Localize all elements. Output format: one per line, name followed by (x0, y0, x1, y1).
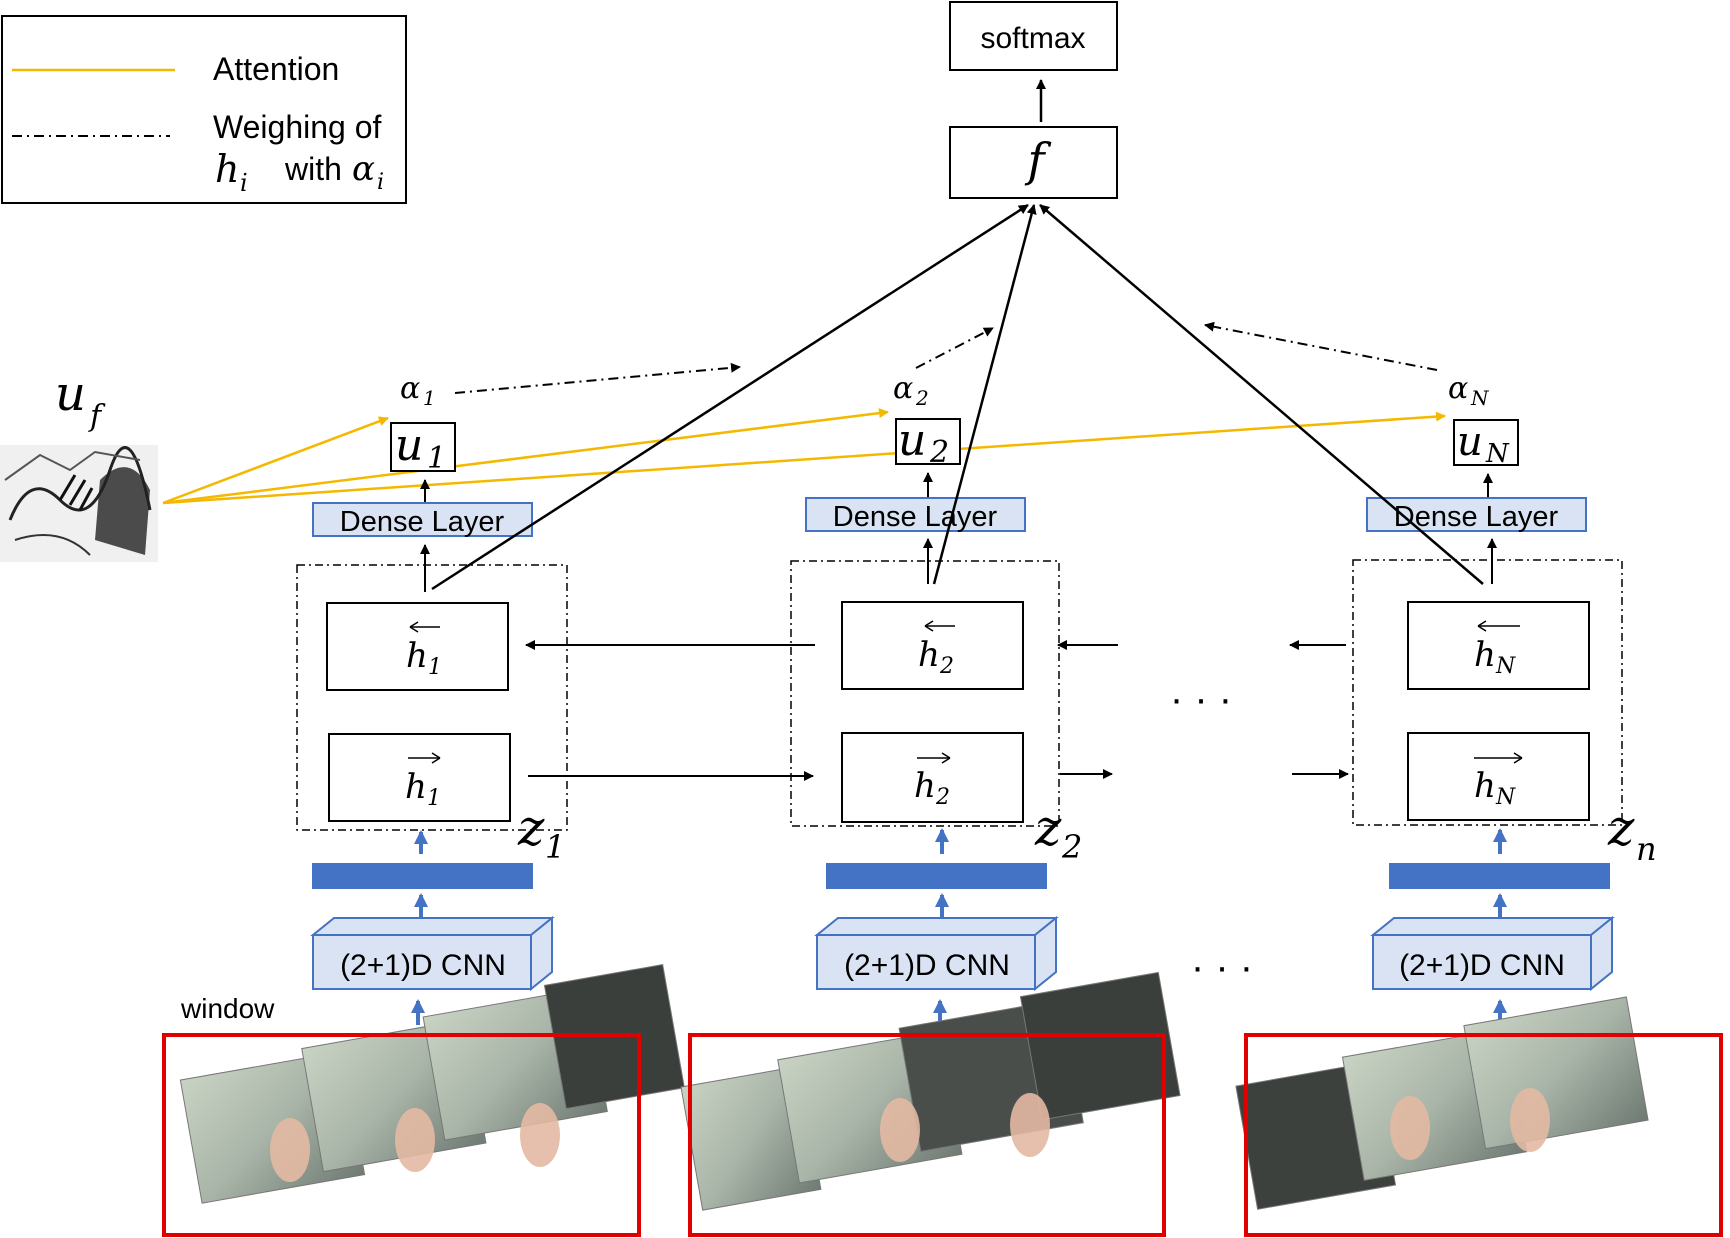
h-fwd-n-box (1407, 732, 1590, 821)
ellipsis-cnn: · · · (1191, 945, 1253, 989)
f-box (949, 126, 1118, 199)
legend-h-symbol: h (215, 147, 239, 191)
alpha-2-subscript: 2 (915, 386, 929, 410)
frame-strip (179, 964, 1649, 1211)
input-frames: window (162, 964, 1723, 1237)
uf-symbol: u (55, 366, 86, 422)
alpha-n-subscript: N (1470, 386, 1490, 410)
z-n-symbol: z (1607, 799, 1635, 857)
alpha-1-symbol: α (400, 371, 420, 406)
legend-attention-label: Attention (213, 51, 339, 87)
h-fwd-n-subscript: N (1495, 785, 1516, 810)
feature-bar-2 (826, 863, 1047, 889)
cnn-1-label: (2+1)D CNN (340, 949, 506, 982)
z-1-symbol: z (517, 799, 545, 857)
h-fwd-2-symbol: h (914, 766, 936, 806)
legend-weighing-label: Weighing of (213, 109, 382, 145)
dense-layer-2 (805, 497, 1026, 532)
h-fwd-2-subscript: 2 (935, 785, 950, 810)
h-fwd-1-symbol: h (405, 767, 427, 807)
h2-to-f-line (932, 204, 1037, 585)
h-back-n-subscript: N (1495, 654, 1516, 679)
window-box-1 (162, 1033, 641, 1237)
h-back-1-box (326, 602, 509, 691)
attention-line-1 (162, 416, 389, 505)
u-1-box (390, 422, 456, 472)
u-2-box (895, 418, 961, 465)
attention-lines (162, 408, 1446, 505)
dense-layer-1-label: Dense Layer (340, 506, 505, 538)
h-fwd-1-subscript: 1 (427, 786, 441, 811)
dense-layer-n-label: Dense Layer (1394, 501, 1559, 533)
window-label: window (180, 993, 275, 1024)
bilstm-cell-2 (790, 560, 1060, 827)
weighing-alpha-n-arrow (1204, 321, 1438, 371)
column-n: α N u N Dense Layer h N h N z n (2+1)D C… (1352, 371, 1657, 1025)
dense-layer-1 (312, 502, 533, 537)
cnn-block-2: (2+1)D CNN (814, 915, 1059, 992)
z-2-symbol: z (1034, 799, 1062, 857)
u-n-box (1453, 419, 1519, 466)
h-fwd-1-box (328, 733, 511, 822)
legend-h-subscript: i (240, 169, 248, 197)
softmax-label: softmax (980, 22, 1085, 55)
attention-line-2 (162, 408, 889, 505)
h-fwd-2-box (841, 732, 1024, 823)
cnn-n-label: (2+1)D CNN (1399, 949, 1565, 982)
weighing-alpha-1-arrow (454, 362, 741, 394)
u-2-symbol: u (898, 415, 926, 466)
ellipsis-hidden: · · · (1170, 677, 1232, 721)
z-1-subscript: 1 (545, 828, 565, 866)
recurrent-connections: · · · · · · (525, 640, 1349, 989)
window-box-n (1244, 1033, 1723, 1237)
weighing-alpha-2-arrow (915, 327, 994, 369)
feature-bar-1 (312, 863, 533, 889)
h-fwd-n-symbol: h (1474, 766, 1496, 806)
cnn-2-label: (2+1)D CNN (844, 949, 1010, 982)
hn-to-f-line (1039, 204, 1484, 585)
h-to-f-connections (431, 203, 1484, 591)
h-back-1-subscript: 1 (428, 655, 442, 680)
uf-subscript: f (88, 399, 106, 434)
output-head: softmax f (949, 1, 1118, 199)
u-n-symbol: u (1457, 419, 1483, 465)
weighing-arrows (454, 321, 1438, 394)
legend-alpha-symbol: α (352, 149, 375, 189)
bilstm-cell-n (1352, 559, 1623, 826)
h-back-2-symbol: h (918, 635, 940, 675)
column-2: α 2 u 2 Dense Layer h 2 h 2 z 2 (2+1)D C… (790, 371, 1082, 1025)
u-n-subscript: N (1485, 439, 1510, 469)
column-1: α 1 u 1 Dense Layer h 1 h 1 z 1 (2+1)D C… (296, 371, 568, 1025)
dense-layer-2-label: Dense Layer (833, 501, 998, 533)
legend-alpha-subscript: i (377, 170, 384, 195)
uf-input: u f (0, 366, 158, 562)
uf-sketch-image (0, 445, 158, 562)
h-back-2-box (841, 601, 1024, 690)
u-1-subscript: 1 (427, 441, 446, 476)
h-back-n-box (1407, 601, 1590, 690)
window-box-2 (688, 1033, 1166, 1237)
h-back-1-symbol: h (406, 636, 428, 676)
legend: Attention Weighing of h i with α i (1, 15, 407, 204)
alpha-n-symbol: α (1448, 371, 1468, 406)
cnn-block-n: (2+1)D CNN (1370, 915, 1615, 992)
z-2-subscript: 2 (1061, 828, 1082, 866)
alpha-2-symbol: α (893, 371, 913, 406)
z-n-subscript: n (1636, 830, 1657, 868)
cnn-block-1: (2+1)D CNN (310, 915, 555, 992)
bilstm-cell-1 (296, 564, 568, 831)
attention-line-n (162, 411, 1446, 505)
u-2-subscript: 2 (929, 435, 949, 470)
legend-box (1, 15, 407, 204)
h-back-n-symbol: h (1474, 635, 1496, 675)
feature-bar-n (1389, 863, 1610, 889)
softmax-box (949, 1, 1118, 71)
h1-to-f-line (431, 203, 1029, 591)
u-1-symbol: u (395, 420, 423, 471)
legend-with-label: with (284, 151, 342, 187)
alpha-1-subscript: 1 (423, 386, 436, 410)
h-back-2-subscript: 2 (939, 654, 954, 679)
